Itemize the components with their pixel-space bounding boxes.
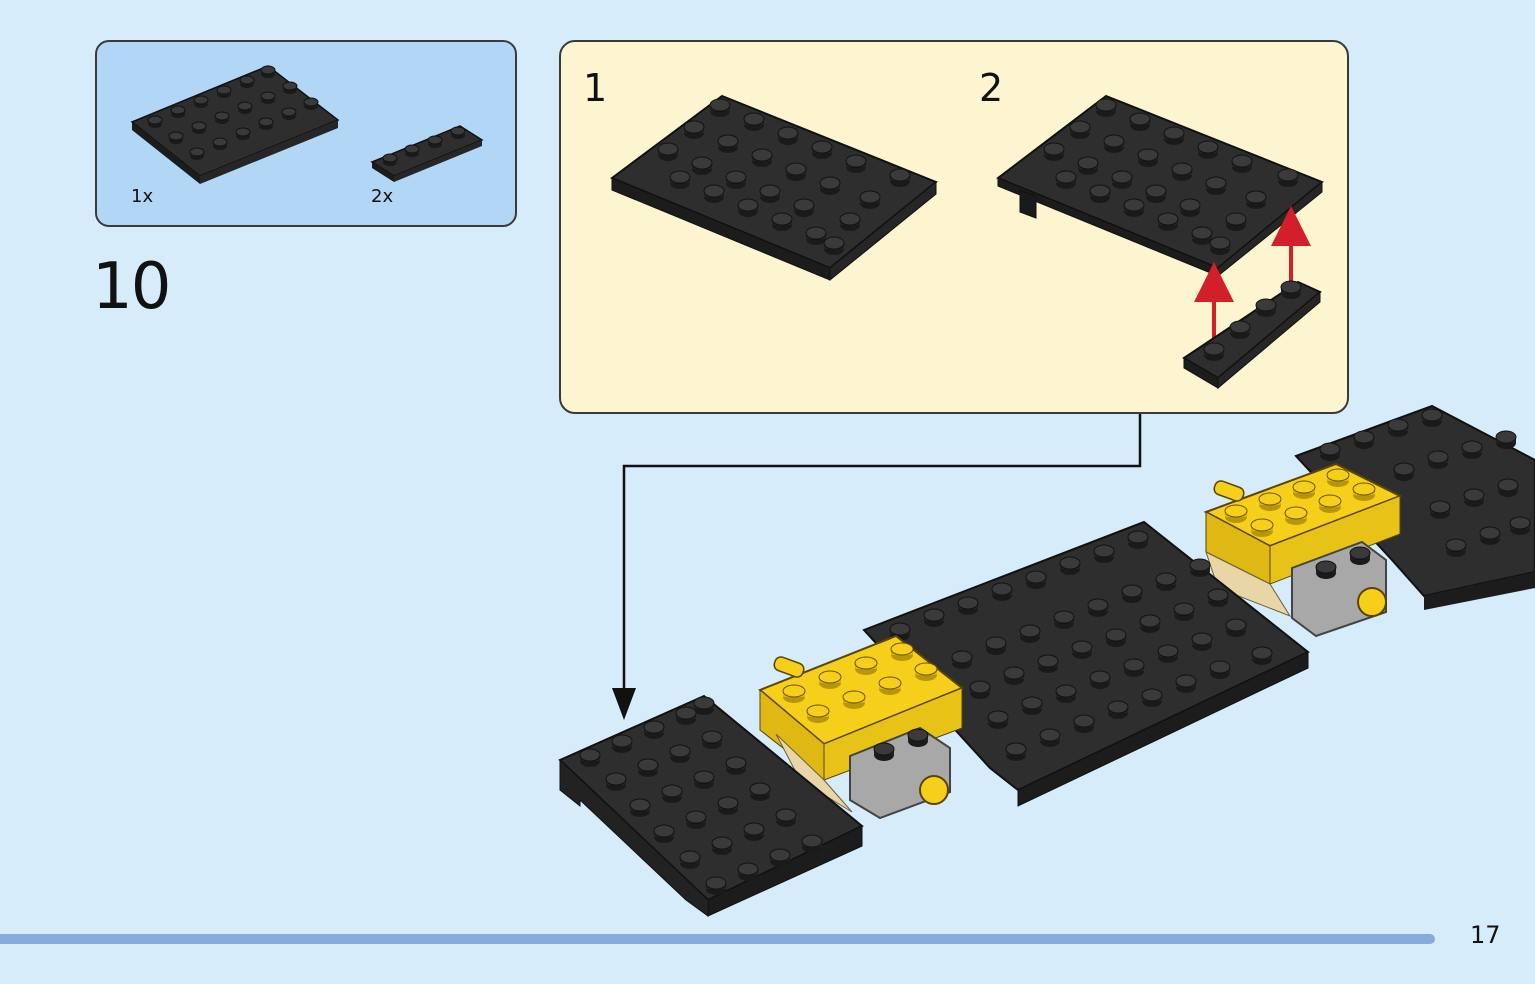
step-number: 10 (92, 250, 171, 324)
part-plate-4x6-icon (130, 65, 340, 184)
substep-label-1: 1 (583, 66, 608, 110)
part-quantity-2: 2x (371, 186, 394, 207)
substep-1-plate-icon (609, 94, 938, 282)
substep-2-assembly-icon (996, 94, 1324, 390)
substep-label-2: 2 (979, 66, 1004, 110)
page-progress-bar (0, 934, 1435, 944)
placement-arrow-icon (612, 688, 636, 720)
page-number: 17 (1470, 921, 1501, 949)
callout-connector-line (622, 414, 1142, 690)
part-plate-1x4-icon (370, 125, 484, 182)
model-assembly-icon (558, 404, 1535, 917)
part-quantity-1: 1x (131, 186, 154, 207)
